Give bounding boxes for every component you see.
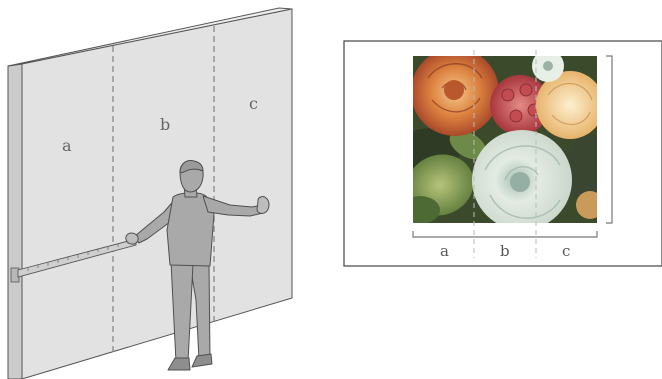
width-label-c: c	[562, 242, 570, 260]
width-label-b: b	[500, 242, 510, 260]
person-hand-left	[125, 232, 139, 245]
width-label-a: a	[440, 242, 449, 260]
wall: a b c	[7, 7, 293, 379]
panel-label-a: a	[62, 136, 72, 155]
tape-measure-strip	[17, 238, 137, 278]
leaf-mid	[449, 130, 487, 160]
tape-measure-ticks	[27, 241, 129, 271]
person-shoe-front	[167, 357, 191, 371]
panel-label-c: c	[249, 94, 258, 113]
person-hair	[179, 160, 204, 174]
wallpaper-preview: a b c	[343, 40, 662, 267]
wall-side	[7, 63, 23, 379]
person-shoe-back	[191, 353, 213, 368]
width-bracket	[412, 231, 598, 238]
person-measuring-wall	[125, 160, 270, 371]
floral-wallpaper-image	[413, 56, 597, 223]
height-bracket	[606, 55, 613, 224]
person-leg-front	[170, 261, 194, 363]
person-torso	[166, 192, 215, 267]
person-hand-right	[256, 196, 270, 214]
panel-label-b: b	[160, 115, 170, 134]
wall-front	[21, 8, 293, 379]
tape-measure	[10, 238, 137, 283]
